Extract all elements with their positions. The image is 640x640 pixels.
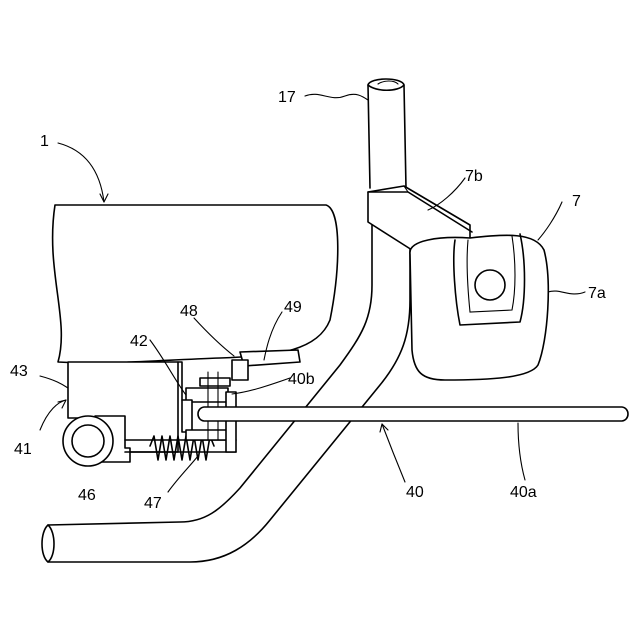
label-40a: 40a: [510, 484, 537, 501]
block-7a: [410, 234, 548, 380]
label-7: 7: [572, 193, 581, 210]
label-7b: 7b: [465, 168, 483, 185]
rod-40: [198, 407, 628, 421]
main-body-1: [53, 205, 338, 363]
label-40b: 40b: [288, 371, 315, 388]
label-1: 1: [40, 133, 49, 150]
label-49: 49: [284, 299, 302, 316]
vertical-post-17: [368, 79, 406, 188]
label-43: 43: [10, 363, 28, 380]
label-42: 42: [130, 333, 148, 350]
label-47: 47: [144, 495, 162, 512]
label-48: 48: [180, 303, 198, 320]
label-40: 40: [406, 484, 424, 501]
label-7a: 7a: [588, 285, 606, 302]
roller-46: [63, 416, 130, 466]
label-46: 46: [78, 487, 96, 504]
label-17: 17: [278, 89, 296, 106]
label-41: 41: [14, 441, 32, 458]
